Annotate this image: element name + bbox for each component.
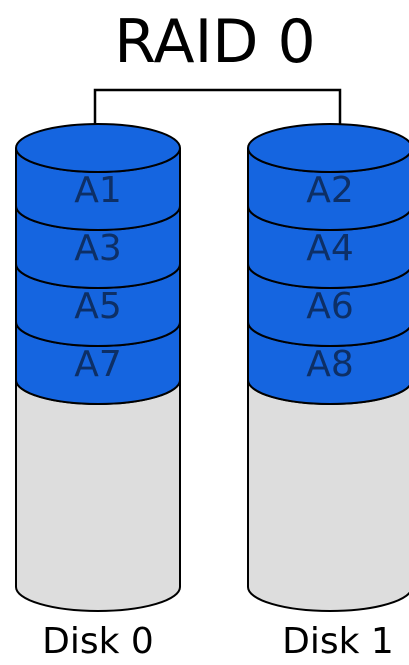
disk-label: Disk 0: [42, 621, 154, 662]
diagram-title: RAID 0: [114, 7, 315, 77]
block-label-a7: A7: [74, 344, 122, 385]
disk-connector: [93, 88, 342, 142]
disk-top-cap: [247, 123, 409, 173]
block-label-a6: A6: [306, 286, 354, 327]
block-label-a1: A1: [74, 170, 122, 211]
disk-label: Disk 1: [282, 621, 394, 662]
block-label-a8: A8: [306, 344, 354, 385]
block-label-a3: A3: [74, 228, 122, 269]
block-label-a4: A4: [306, 228, 354, 269]
block-label-a2: A2: [306, 170, 354, 211]
disk-empty-space: [247, 379, 409, 612]
disk-top-cap: [15, 123, 181, 173]
block-label-a5: A5: [74, 286, 122, 327]
disk-empty-space: [15, 379, 181, 612]
